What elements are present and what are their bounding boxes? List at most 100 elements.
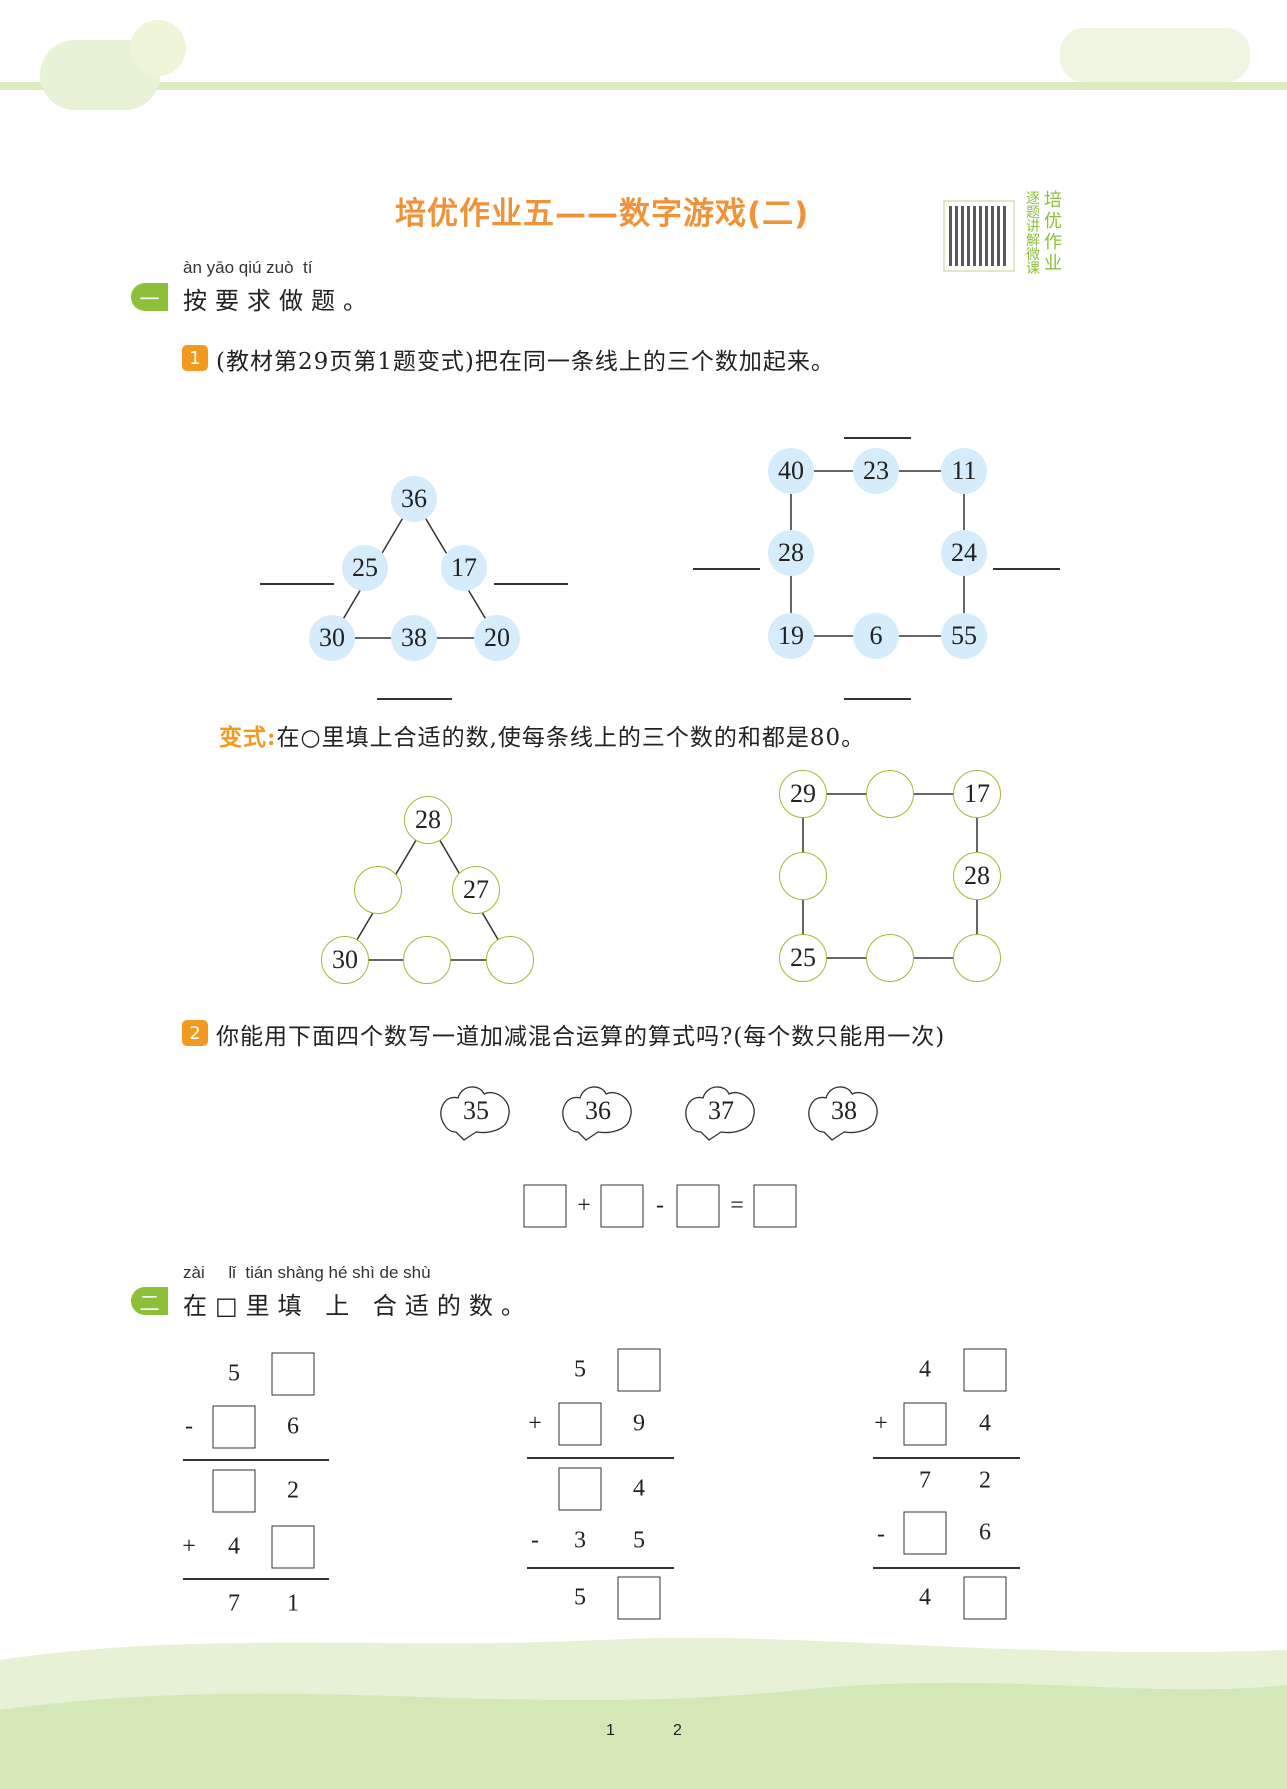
digit: 9 bbox=[633, 1410, 645, 1437]
digit-box[interactable] bbox=[963, 1348, 1007, 1392]
square2-empty-node[interactable] bbox=[779, 852, 827, 900]
digit-box[interactable] bbox=[903, 1511, 947, 1555]
digit: 3 bbox=[574, 1527, 586, 1554]
digit: 6 bbox=[287, 1413, 299, 1440]
section2-pinyin: zài lǐ tián shàng hé shì de shù bbox=[183, 1263, 431, 1282]
answer-blank-right[interactable] bbox=[993, 568, 1060, 570]
page-title: 培优作业五——数字游戏(二) bbox=[395, 196, 810, 232]
digit: 4 bbox=[919, 1584, 931, 1611]
triangle2-empty-node[interactable] bbox=[354, 866, 402, 914]
header-stripe bbox=[0, 82, 1287, 90]
minus-sign: - bbox=[656, 1192, 664, 1219]
square-node: 40 bbox=[768, 448, 814, 494]
triangle2-empty-node[interactable] bbox=[403, 936, 451, 984]
digit-box[interactable] bbox=[271, 1525, 315, 1569]
section1-heading: 按要求做题。 bbox=[183, 287, 375, 315]
hills-decoration bbox=[0, 1637, 1287, 1789]
number-cloud: 35 bbox=[436, 1082, 516, 1146]
square-node: 55 bbox=[941, 613, 987, 659]
diagram-lines bbox=[331, 470, 978, 961]
equation-box[interactable] bbox=[753, 1184, 797, 1228]
square-node: 6 bbox=[853, 613, 899, 659]
section1-pinyin: àn yāo qiú zuò tí bbox=[183, 258, 313, 277]
operator: - bbox=[531, 1527, 539, 1554]
digit-box[interactable] bbox=[903, 1402, 947, 1446]
number-cloud: 38 bbox=[804, 1082, 884, 1146]
equals-sign: = bbox=[730, 1192, 744, 1219]
triangle2-node: 28 bbox=[404, 796, 452, 844]
digit: 2 bbox=[287, 1477, 299, 1504]
square2-node: 29 bbox=[779, 770, 827, 818]
qr-code[interactable] bbox=[943, 200, 1015, 272]
number-cloud: 37 bbox=[681, 1082, 761, 1146]
question-number-1: 1 bbox=[182, 345, 208, 371]
answer-blank-left[interactable] bbox=[260, 583, 334, 585]
plus-sign: + bbox=[577, 1192, 591, 1219]
digit-box[interactable] bbox=[617, 1348, 661, 1392]
operator: + bbox=[182, 1533, 196, 1560]
answer-blank-bottom[interactable] bbox=[377, 698, 452, 700]
sun-decoration bbox=[130, 20, 186, 76]
digit-box[interactable] bbox=[212, 1405, 256, 1449]
sum-line bbox=[873, 1567, 1020, 1569]
qr-label-main: 培优作业 bbox=[1044, 190, 1062, 274]
answer-blank-right[interactable] bbox=[494, 583, 568, 585]
sum-line bbox=[183, 1459, 329, 1461]
operator: - bbox=[877, 1521, 885, 1548]
digit: 7 bbox=[228, 1590, 240, 1617]
digit-box[interactable] bbox=[558, 1467, 602, 1511]
operator: - bbox=[185, 1413, 193, 1440]
square-node: 11 bbox=[941, 448, 987, 494]
question1-text: (教材第29页第1题变式)把在同一条线上的三个数加起来。 bbox=[216, 349, 835, 375]
square-node: 23 bbox=[853, 448, 899, 494]
digit-box[interactable] bbox=[617, 1576, 661, 1620]
square2-empty-node[interactable] bbox=[953, 934, 1001, 982]
equation-box[interactable] bbox=[523, 1184, 567, 1228]
qr-label-sub: 逐题讲解微课 bbox=[1026, 191, 1040, 277]
digit-box[interactable] bbox=[212, 1469, 256, 1513]
equation-box[interactable] bbox=[676, 1184, 720, 1228]
triangle-node: 20 bbox=[474, 615, 520, 661]
digit: 7 bbox=[919, 1467, 931, 1494]
question-number-2: 2 bbox=[182, 1020, 208, 1046]
variant-instruction: 变式:在○里填上合适的数,使每条线上的三个数的和都是80。 bbox=[219, 718, 865, 752]
digit: 5 bbox=[633, 1527, 645, 1554]
digit-box[interactable] bbox=[558, 1402, 602, 1446]
digit-box[interactable] bbox=[271, 1352, 315, 1396]
cloud-number: 37 bbox=[708, 1096, 734, 1125]
triangle2-node: 30 bbox=[321, 936, 369, 984]
section2-heading: 在□里填 上 合适的数。 bbox=[183, 1292, 533, 1320]
answer-blank-top[interactable] bbox=[844, 437, 911, 439]
animals-decoration bbox=[1060, 28, 1250, 82]
number-cloud: 36 bbox=[558, 1082, 638, 1146]
digit: 4 bbox=[979, 1410, 991, 1437]
digit: 4 bbox=[919, 1356, 931, 1383]
square2-node: 25 bbox=[779, 934, 827, 982]
digit: 2 bbox=[979, 1467, 991, 1494]
square-node: 19 bbox=[768, 613, 814, 659]
triangle2-empty-node[interactable] bbox=[486, 936, 534, 984]
digit-box[interactable] bbox=[963, 1576, 1007, 1620]
operator: + bbox=[528, 1410, 542, 1437]
equation-box[interactable] bbox=[600, 1184, 644, 1228]
answer-blank-left[interactable] bbox=[693, 568, 760, 570]
variant-text: 在○里填上合适的数,使每条线上的三个数的和都是80。 bbox=[276, 725, 866, 751]
triangle-node: 36 bbox=[391, 476, 437, 522]
page-number-right: 2 bbox=[673, 1722, 682, 1739]
digit: 6 bbox=[979, 1519, 991, 1546]
digit: 4 bbox=[228, 1533, 240, 1560]
answer-blank-bottom[interactable] bbox=[844, 698, 911, 700]
triangle-node: 17 bbox=[441, 545, 487, 591]
sum-line bbox=[527, 1567, 674, 1569]
triangle-node: 38 bbox=[391, 615, 437, 661]
triangle2-node: 27 bbox=[452, 866, 500, 914]
section-badge-1: 一 bbox=[131, 283, 168, 311]
digit: 5 bbox=[228, 1360, 240, 1387]
square2-empty-node[interactable] bbox=[866, 770, 914, 818]
square2-node: 28 bbox=[953, 852, 1001, 900]
section-badge-2: 二 bbox=[131, 1287, 168, 1315]
triangle-node: 30 bbox=[309, 615, 355, 661]
cloud-number: 36 bbox=[585, 1096, 611, 1125]
square2-empty-node[interactable] bbox=[866, 934, 914, 982]
square-node: 24 bbox=[941, 530, 987, 576]
